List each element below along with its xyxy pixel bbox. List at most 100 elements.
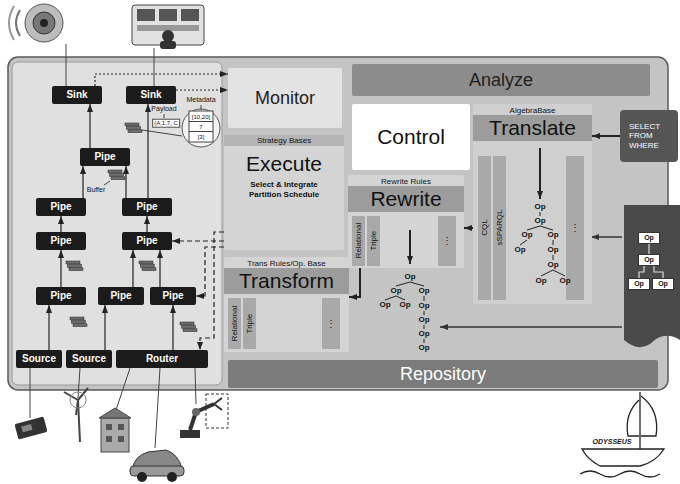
tree-operator: Op [379,301,390,310]
node-text: Pipe [50,201,71,213]
node-text: Relational [230,306,239,342]
tree-operator: Op [534,217,545,226]
node-text: Op [634,280,644,288]
callout-label: Buffer [87,186,106,194]
node-text: Op [658,280,668,288]
flow-connector [349,268,360,297]
node-text: Router [146,353,178,365]
tree-edge [385,296,396,300]
flow-connector [82,166,83,198]
buffer-symbol [180,322,197,332]
node-text: Pipe [136,201,157,213]
flow-connector [172,305,173,350]
flow-connector [48,305,49,350]
node-text: Pipe [50,290,71,302]
repository-band: Repository [228,360,658,388]
flow-connector [95,74,228,86]
flow-connector [200,232,224,350]
node-text: ⋮ [326,318,336,330]
flow-connector [89,104,90,148]
table-cell: [10,20] [192,113,210,120]
node-text: Control [377,125,445,149]
tree-operator: Op [404,273,415,282]
flow-arrow [539,148,541,199]
tree-operator: Op [418,330,429,339]
plan-operator-box: Op [638,254,660,266]
node-text: Trans Rules/Op. Base [247,259,325,268]
operator-box: Sink [126,86,176,104]
rule-column: sSPARQL [493,156,506,300]
logical-plan-document [624,205,680,347]
node-text: Analyze [469,70,533,91]
input-arrow [440,326,622,328]
tree-operator: Op [418,316,429,325]
operator-box: Pipe [98,287,144,305]
wind-turbine-icon [64,388,88,442]
tree-operator: Op [535,277,546,286]
tree-operator: Op [547,261,558,270]
analyze-band: Analyze [352,64,650,96]
flow-connector [196,247,224,296]
flow-connector [104,305,105,350]
tree-operator: Op [418,344,429,353]
table-cell: 7 [199,123,202,130]
buffer-symbol [70,317,87,327]
tree-edge [424,339,425,343]
plan-operator-box: Op [652,278,674,290]
monitor-module: Monitor [228,68,342,128]
node-text: Op [644,256,654,264]
robot-arm-icon [180,394,228,438]
rule-column: Triple [243,298,256,349]
node-text: Triple [369,231,378,251]
tree-operator: Op [390,287,401,296]
query-document: SELECT FROM WHERE [620,110,678,162]
flow-connector [146,216,147,232]
operator-box: Pipe [36,198,86,216]
odysseus-logo [580,392,664,477]
car-icon [130,450,184,482]
tree-edge [410,282,424,286]
logo-text: ODYSSEUS [593,438,632,446]
tree-operator: Op [418,287,429,296]
flow-connector [639,266,644,278]
rule-column: ⋮ [438,216,456,266]
operator-box: Sink [52,86,102,104]
node-text: Pipe [162,290,183,302]
flow-connector [648,244,649,254]
node-text: Rewrite Rules [381,177,431,186]
node-text: Rewrite [348,186,464,212]
flow-connector [60,250,61,287]
node-text: ⋮ [570,222,580,234]
control-module: Control [352,104,470,170]
input-wire [155,368,160,448]
operator-box: Pipe [122,198,172,216]
node-text: Pipe [94,151,115,163]
node-text: Repository [400,364,486,385]
node-text: Monitor [255,88,315,109]
operator-box: Pipe [150,287,196,305]
tree-edge [520,240,527,245]
flow-connector [147,104,148,198]
flow-connector [654,266,663,278]
node-text: CQL [480,220,489,236]
node-text: SELECT FROM WHERE [629,122,669,150]
tree-operator: Op [399,301,410,310]
node-text: Triple [245,314,254,334]
node-text: Execute [246,152,322,176]
tree-edge [553,270,565,276]
operator-box: Router [116,350,208,368]
tree-edge [540,212,541,216]
rule-column: Triple [367,216,380,266]
rule-column: CQL [478,156,491,300]
execute-module: Strategy BasesExecuteSelect & Integrate … [224,135,344,250]
node-text: Transform [224,268,349,294]
operator-box: Source [16,350,62,368]
tree-edge [527,226,540,230]
translate-module: AlgebraBaseTranslateCQLsSPARQL⋮ [473,104,592,304]
flow-arrow [409,230,411,264]
tree-edge [541,270,553,276]
sensor-chip-icon [14,416,47,439]
tree-operator: Op [547,246,558,255]
node-text: Relational [354,223,363,259]
